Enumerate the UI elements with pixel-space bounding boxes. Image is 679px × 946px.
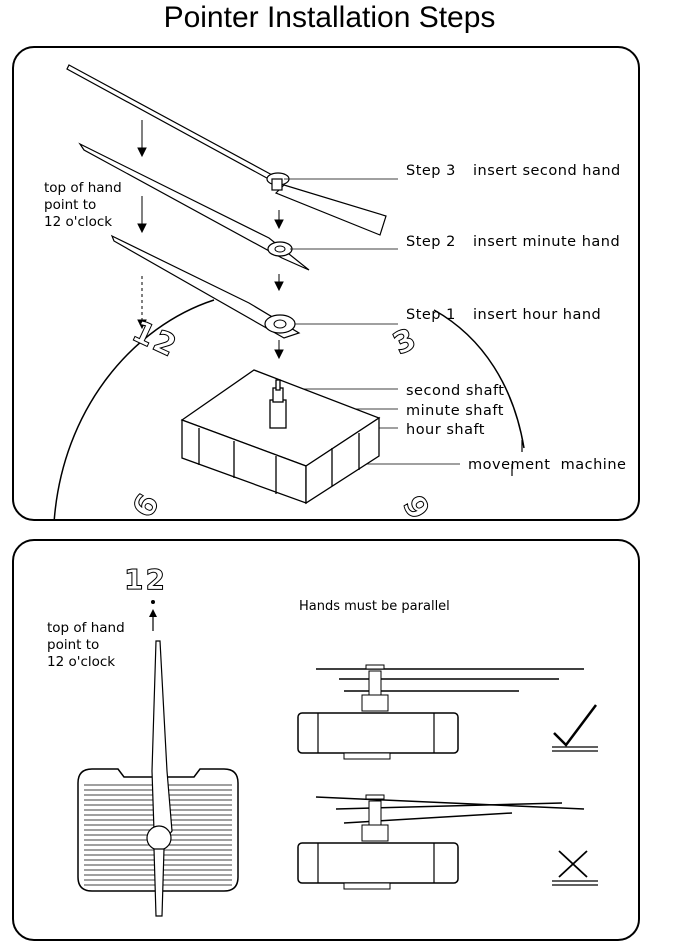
parallel-note: Hands must be parallel <box>299 599 450 614</box>
twelve-label: 12 <box>124 563 167 597</box>
top-of-hand-note: top of hand point to 12 o'clock <box>44 180 122 230</box>
minute-hand <box>78 142 310 271</box>
page-title: Pointer Installation Steps <box>163 1 496 34</box>
parallel-incorrect-view <box>297 794 585 890</box>
installation-steps-panel: top of hand point to 12 o'clock 12 3 9 6… <box>12 46 640 521</box>
top-of-hand-note-bottom: top of hand point to 12 o'clock <box>47 620 125 670</box>
step-3-text: insert second hand <box>473 163 621 179</box>
dial-arc-left <box>53 299 215 519</box>
installation-steps-diagram <box>53 64 525 519</box>
step-3-label: Step 3 <box>406 163 456 179</box>
minute-shaft-label: minute shaft <box>406 403 504 419</box>
second-shaft-label: second shaft <box>406 383 505 399</box>
hour-shaft-label: hour shaft <box>406 422 485 438</box>
movement-machine <box>180 369 381 505</box>
parallel-hands-diagram <box>77 600 598 917</box>
dial-arc-right <box>433 309 525 449</box>
guide-arrows <box>137 120 284 360</box>
hand-pointing-12 <box>146 640 173 917</box>
step-2-label: Step 2 <box>406 234 456 250</box>
check-icon <box>552 704 598 752</box>
up-arrow <box>149 600 157 631</box>
cross-icon <box>552 850 598 886</box>
parallel-correct-view <box>297 664 584 760</box>
second-hand <box>66 64 387 236</box>
step-2-text: insert minute hand <box>473 234 621 250</box>
step-1-label: Step 1 <box>406 307 456 323</box>
step-1-text: insert hour hand <box>473 307 602 323</box>
parallel-hands-panel: 12 top of hand point to 12 o'clock Hands… <box>12 539 640 941</box>
dial-ticks <box>511 440 523 476</box>
movement-machine-label: movement machine <box>468 457 627 473</box>
